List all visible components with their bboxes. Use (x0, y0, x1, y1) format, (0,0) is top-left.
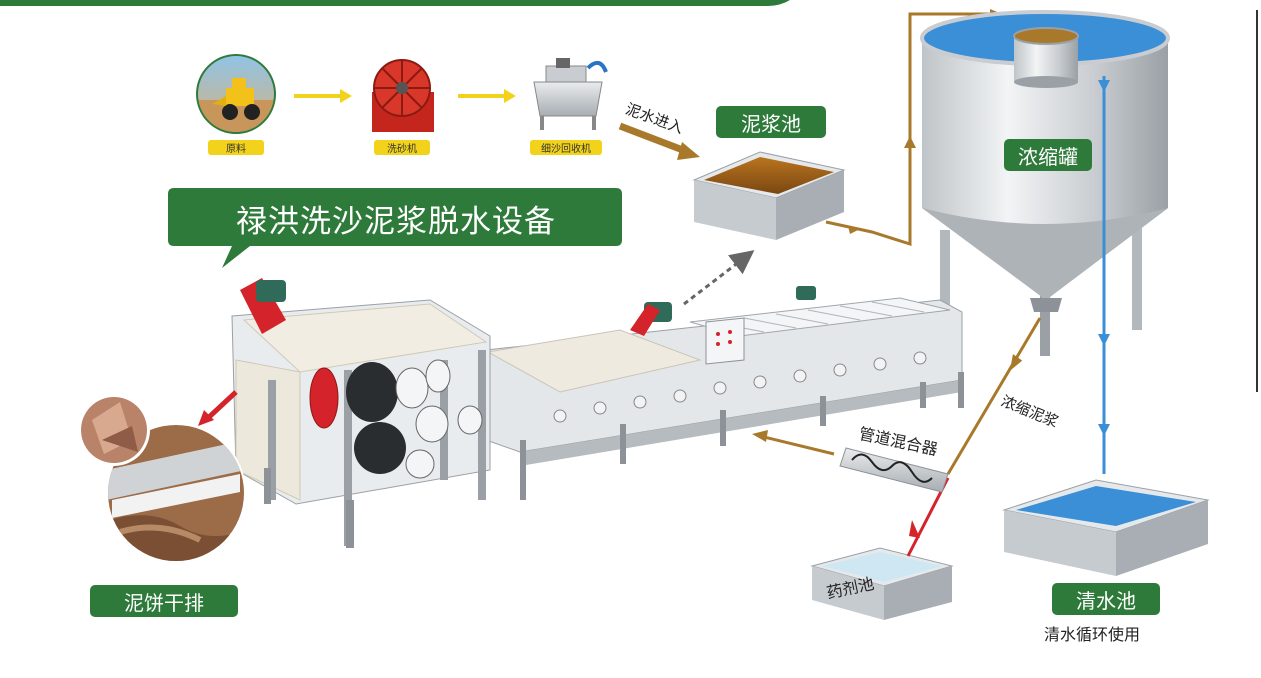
step-label-raw: 原料 (208, 140, 264, 155)
mud-cake-photo (78, 394, 246, 563)
thick-slurry-line (946, 317, 1042, 475)
fine-sand-recycler-icon (533, 58, 608, 130)
clear-pool-label: 清水池 (1052, 583, 1160, 615)
slurry-inflow-arrow (618, 122, 690, 156)
top-banner-edge (0, 0, 790, 6)
chemical-pool (810, 547, 954, 620)
loader-icon (196, 54, 276, 134)
clear-water-pool (1002, 479, 1210, 576)
step-label-washer: 洗砂机 (374, 140, 430, 155)
cake-discharge-label: 泥饼干排 (90, 585, 238, 617)
thickener-label: 浓缩罐 (1004, 139, 1092, 171)
sand-washer-icon (372, 59, 434, 132)
page-title: 禄洪洗沙泥浆脱水设备 (236, 203, 556, 240)
pipe-mixer (839, 447, 949, 493)
step-label-recycler: 细沙回收机 (530, 140, 602, 155)
slurry-pool-label: 泥浆池 (716, 106, 826, 138)
dashed-return-arrow (683, 250, 755, 306)
belt-filter-press (231, 278, 964, 548)
thickener-tank (920, 10, 1170, 356)
clear-recycle-label: 清水循环使用 (1044, 625, 1141, 644)
slurry-pool (692, 151, 846, 240)
title-bubble (168, 188, 622, 268)
mixer-to-press-arrow (759, 434, 835, 456)
cake-out-arrow (206, 390, 238, 420)
